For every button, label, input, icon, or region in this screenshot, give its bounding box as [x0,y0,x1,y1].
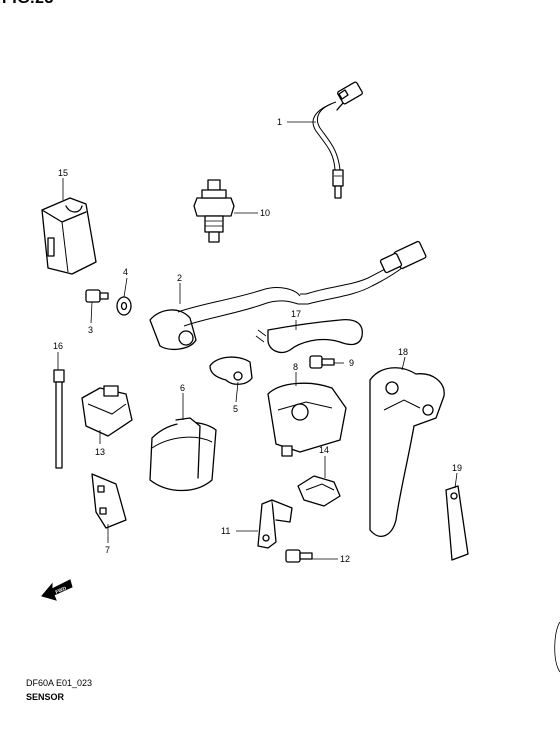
callout-15: 15 [58,168,68,178]
part-5-clamp[interactable] [209,356,253,385]
diagram-caption: SENSOR [26,692,65,702]
part-7-plate[interactable] [91,473,127,529]
part-18-bracket[interactable] [369,367,445,537]
callout-12: 12 [340,554,350,564]
part-17-arm[interactable] [255,318,363,354]
part-16-cable-tie[interactable] [53,369,65,469]
drawing-code: DF60A E01_023 [26,678,93,688]
callout-17: 17 [291,309,301,319]
callout-13: 13 [95,447,105,457]
callout-18: 18 [398,347,408,357]
callout-1: 1 [277,117,282,127]
part-6-cover[interactable] [149,417,217,492]
part-19-strap[interactable] [445,485,469,561]
callout-7: 7 [105,545,110,555]
callout-5: 5 [233,404,238,414]
part-1-sensor-lead[interactable] [312,81,363,199]
callout-6: 6 [180,383,185,393]
callout-4: 4 [123,267,128,277]
part-4-washer[interactable] [116,296,132,316]
edge-mark [554,621,560,673]
fwd-arrow: FWD [41,579,73,601]
part-12-bolt[interactable] [285,549,313,563]
part-11-l-bracket[interactable] [257,499,293,549]
part-15-holder[interactable] [41,197,97,275]
part-13-clip[interactable] [81,385,133,437]
part-9-bolt[interactable] [309,355,335,369]
callout-14: 14 [319,445,329,455]
part-10-pressure-switch[interactable] [193,179,235,243]
callout-9: 9 [349,358,354,368]
part-8-housing[interactable] [267,382,347,457]
callout-10: 10 [260,208,270,218]
leader-lines [57,121,458,560]
figure-title: FIG.23 [2,0,54,8]
callout-16: 16 [53,341,63,351]
callout-19: 19 [452,463,462,473]
fwd-label: FWD [55,585,68,595]
part-14-small-clamp[interactable] [297,475,341,507]
callout-8: 8 [293,362,298,372]
callout-2: 2 [177,273,182,283]
callout-11: 11 [221,526,230,536]
part-3-screw[interactable] [85,289,109,303]
part-2-sensor-harness[interactable] [149,240,427,351]
callout-3: 3 [88,325,93,335]
callouts: 1 2 3 4 5 6 7 8 9 10 11 12 13 14 15 16 1… [53,117,462,564]
